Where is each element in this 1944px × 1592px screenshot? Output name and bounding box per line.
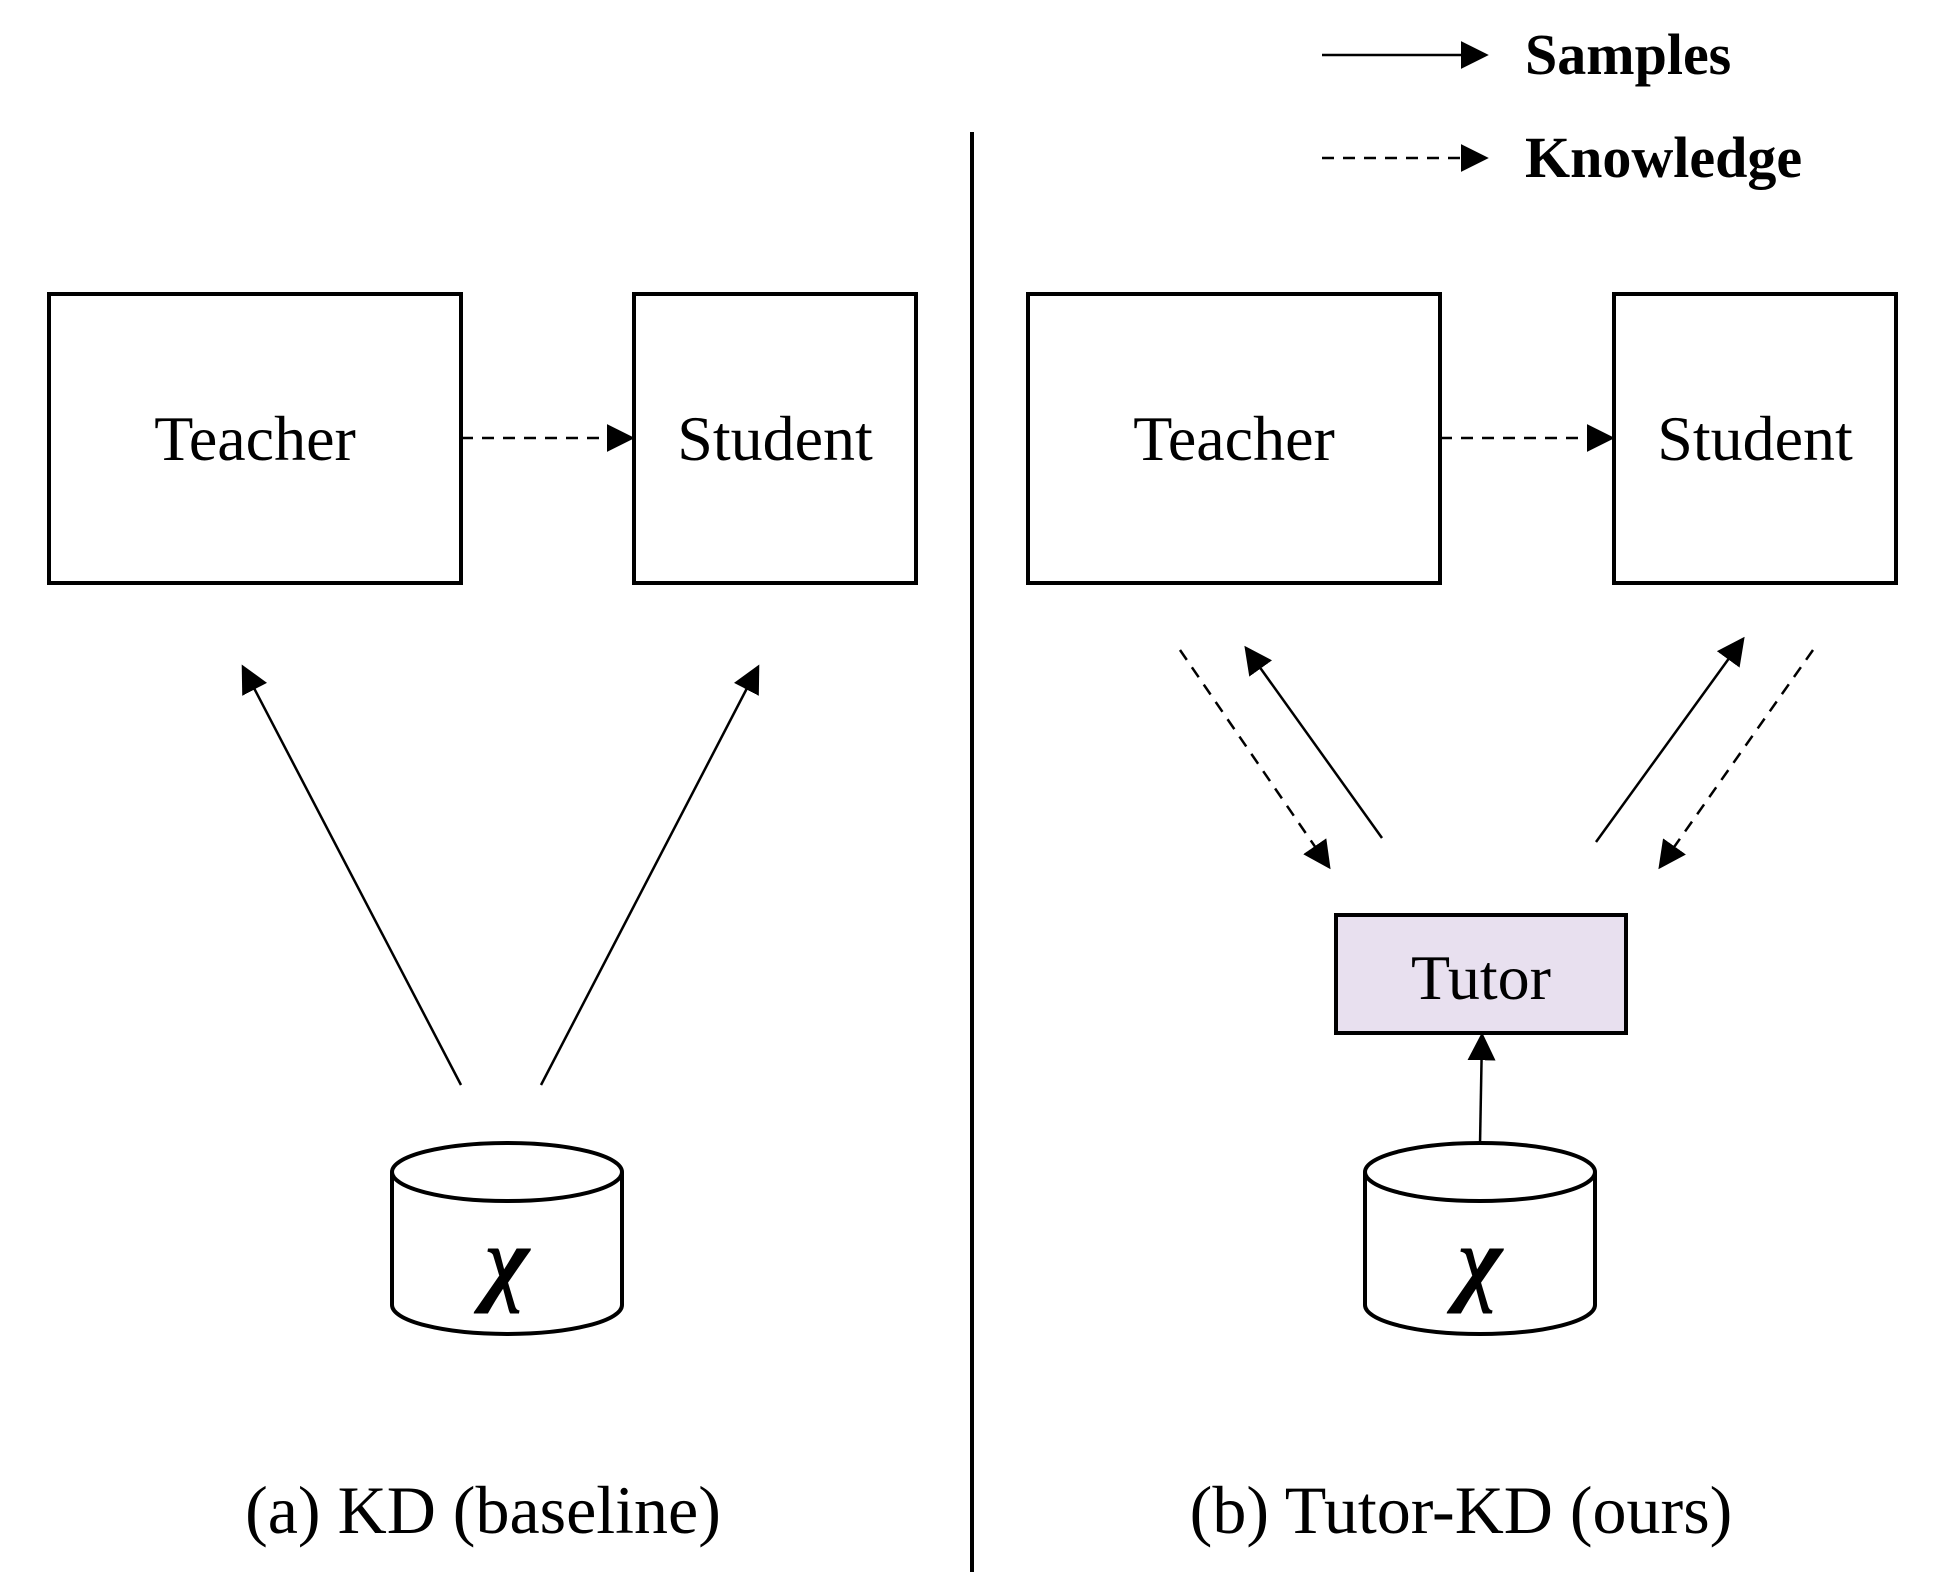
legend-samples-label: Samples — [1525, 22, 1731, 87]
panel-a-teacher-label: Teacher — [154, 403, 356, 474]
panel-b-teacher-label: Teacher — [1133, 403, 1335, 474]
panel-a-caption: (a) KD (baseline) — [245, 1472, 721, 1548]
legend: Samples Knowledge — [1322, 22, 1802, 190]
panel-b-dataset-cylinder: χ — [1363, 1141, 1597, 1336]
panel-b-tutor-box — [1334, 913, 1628, 1035]
panel-b-teacher-box — [1026, 292, 1442, 585]
legend-knowledge-label: Knowledge — [1525, 125, 1802, 190]
panel-b-student-box — [1612, 292, 1898, 585]
panel-a-teacher-box — [47, 292, 463, 585]
panel-b-samples-arrow-tutor-to-student — [1594, 636, 1745, 843]
panel-a-kd-baseline: Teacher Student χ (a) KD (baseline) — [47, 292, 918, 1548]
panel-b-samples-arrow-data-to-tutor — [1467, 1032, 1496, 1146]
panel-b-tutor-kd: Teacher Student Tutor χ (b) Tutor-KD (ou… — [1026, 292, 1898, 1548]
panel-b-tutor-label: Tutor — [1411, 942, 1551, 1013]
panel-b-samples-arrow-tutor-to-teacher — [1244, 645, 1384, 839]
panel-b-knowledge-arrow-student-to-tutor — [1658, 649, 1815, 870]
panel-a-dataset-cylinder: χ — [390, 1141, 624, 1336]
panel-b-caption: (b) Tutor-KD (ours) — [1190, 1472, 1733, 1548]
panel-a-samples-arrow-teacher — [241, 664, 463, 1086]
panel-b-knowledge-arrow-teacher-to-tutor — [1178, 649, 1331, 870]
panel-a-student-label: Student — [677, 403, 873, 474]
panel-b-student-label: Student — [1657, 403, 1853, 474]
panel-a-samples-arrow-student — [539, 664, 760, 1086]
